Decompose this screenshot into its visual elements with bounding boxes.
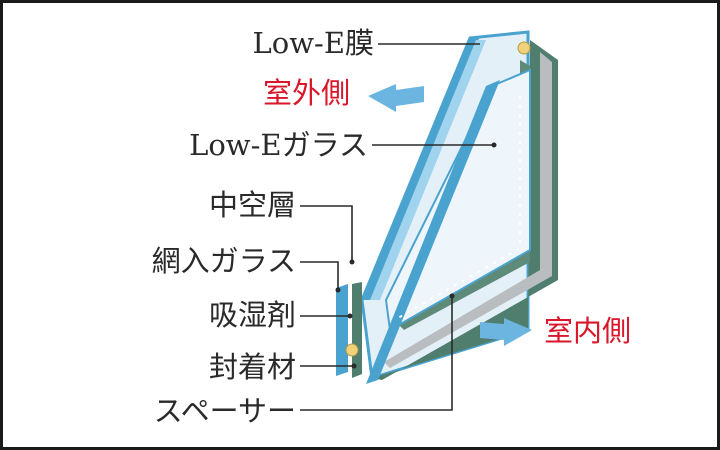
marker-spacer	[450, 294, 455, 299]
label-indoor: 室内側	[544, 314, 664, 348]
edge-profile-outer	[336, 284, 348, 376]
label-outdoor: 室外側	[236, 76, 350, 110]
label-spacer: スペーサー	[116, 394, 296, 428]
label-sealant: 封着材	[176, 350, 296, 384]
label-desiccant: 吸湿剤	[176, 298, 296, 332]
marker-desiccant	[348, 314, 353, 319]
arrow-left-icon	[368, 84, 424, 112]
marker-lowe-glass	[492, 143, 497, 148]
label-air-layer: 中空層	[176, 188, 296, 222]
leader-wired-glass	[300, 262, 338, 290]
marker-sealant	[352, 364, 357, 369]
label-lowe-glass: Low-Eガラス	[150, 128, 368, 162]
desiccant-dot-upper	[518, 42, 530, 54]
marker-wired-glass	[336, 288, 341, 293]
leader-air-layer	[300, 206, 352, 262]
desiccant-dot-lower	[346, 344, 358, 356]
label-lowe-film: Low-E膜	[210, 26, 374, 60]
label-wired-glass: 網入ガラス	[136, 244, 296, 278]
marker-air-layer	[350, 260, 355, 265]
